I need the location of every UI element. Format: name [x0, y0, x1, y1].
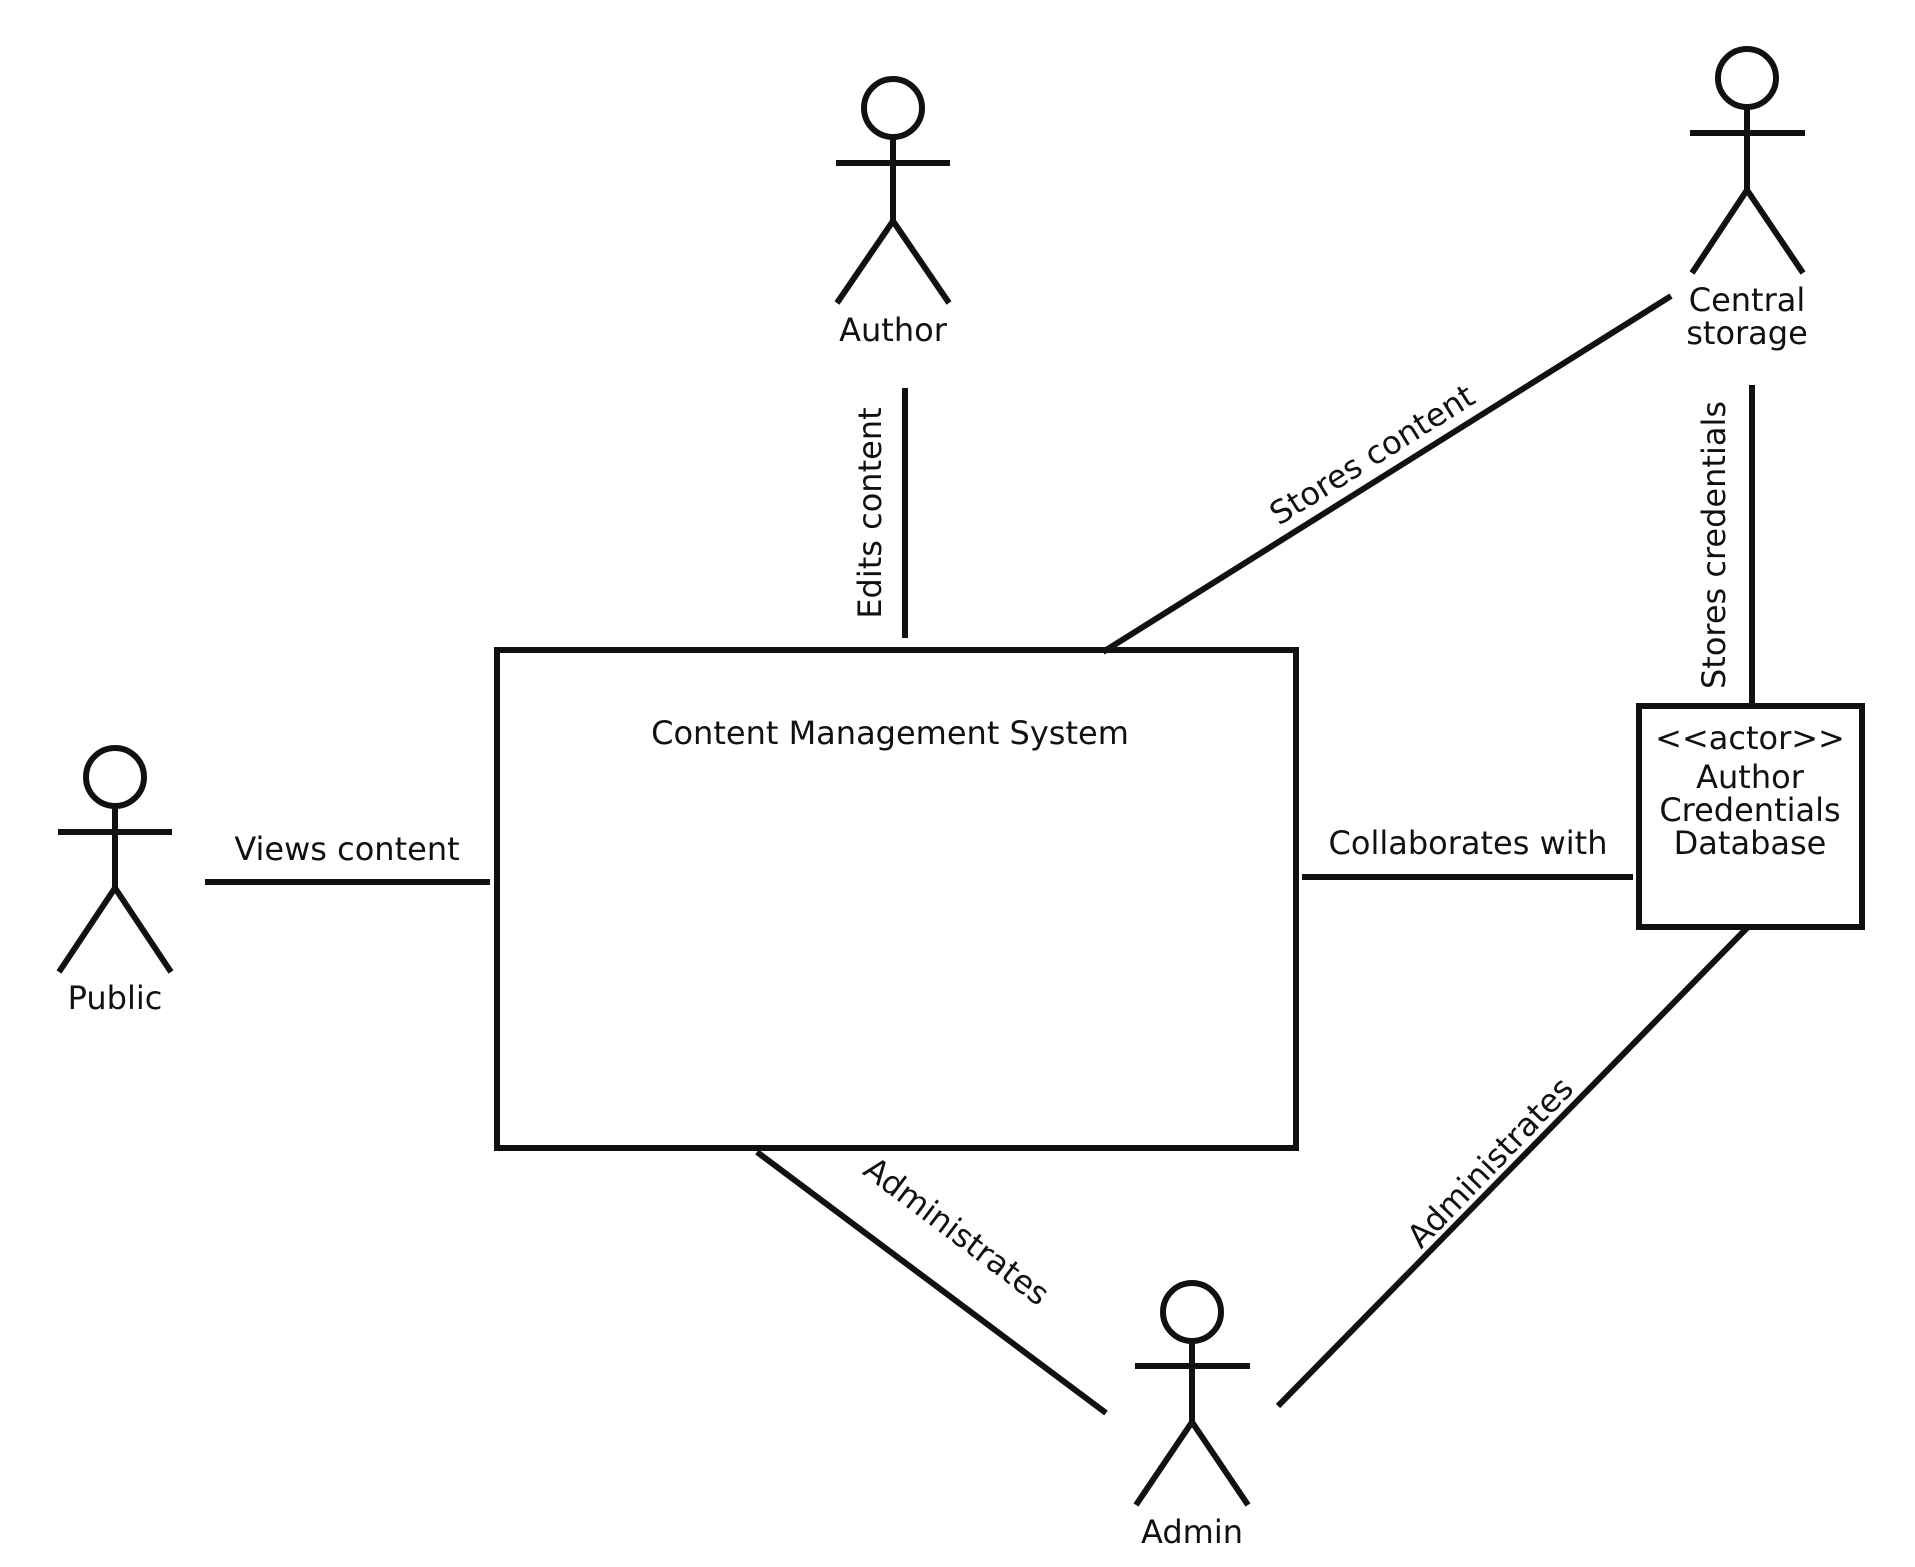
central-storage-right-leg	[1744, 188, 1806, 275]
credentials-database-actor: <<actor>> Author Credentials Database	[1636, 703, 1865, 930]
credentials-database-line3: Database	[1674, 824, 1827, 862]
actor-admin: Admin	[1133, 1280, 1251, 1551]
stores-content-line	[1101, 293, 1673, 655]
association-edits-content: Edits content	[851, 388, 908, 638]
credentials-database-box	[1636, 703, 1865, 930]
stores-credentials-label: Stores credentials	[1695, 401, 1733, 689]
administrates-database-label: Administrates	[1399, 1069, 1580, 1255]
credentials-database-stereotype: <<actor>>	[1655, 719, 1845, 757]
public-head	[83, 745, 147, 809]
credentials-database-line1: Author	[1696, 758, 1805, 796]
views-content-label: Views content	[234, 830, 459, 868]
admin-head	[1160, 1280, 1224, 1344]
author-right-leg	[890, 219, 952, 305]
central-storage-label-line1: Central	[1689, 281, 1806, 319]
association-administrates-database: Administrates	[1275, 925, 1750, 1409]
administrates-database-line	[1275, 925, 1750, 1409]
credentials-database-line2: Credentials	[1659, 791, 1840, 829]
admin-left-leg	[1133, 1420, 1195, 1507]
central-storage-label-line2: storage	[1686, 314, 1808, 352]
system-boundary: Content Management System	[494, 647, 1299, 1151]
admin-label: Admin	[1141, 1513, 1243, 1551]
central-storage-head	[1715, 46, 1779, 110]
admin-right-leg	[1189, 1420, 1251, 1507]
actor-central-storage: Central storage	[1686, 46, 1808, 352]
association-collaborates-with: Collaborates with	[1302, 824, 1633, 880]
system-title: Content Management System	[651, 714, 1129, 752]
central-storage-left-leg	[1689, 188, 1750, 275]
public-label: Public	[68, 979, 163, 1017]
edits-content-label: Edits content	[851, 407, 889, 618]
actor-author: Author	[834, 76, 952, 349]
association-views-content: Views content	[205, 830, 490, 885]
system-box	[494, 647, 1299, 1151]
actor-public: Public	[56, 745, 174, 1017]
administrates-system-line	[755, 1149, 1108, 1416]
public-left-leg	[56, 886, 118, 974]
public-right-leg	[112, 886, 174, 974]
association-stores-content: Stores content	[1101, 293, 1673, 655]
author-head	[861, 76, 925, 140]
author-left-leg	[834, 219, 896, 305]
author-label: Author	[839, 311, 948, 349]
administrates-system-label: Administrates	[857, 1149, 1057, 1313]
association-stores-credentials: Stores credentials	[1695, 385, 1755, 706]
stores-content-label: Stores content	[1263, 377, 1482, 533]
collaborates-with-label: Collaborates with	[1329, 824, 1608, 862]
association-administrates-system: Administrates	[755, 1149, 1108, 1416]
